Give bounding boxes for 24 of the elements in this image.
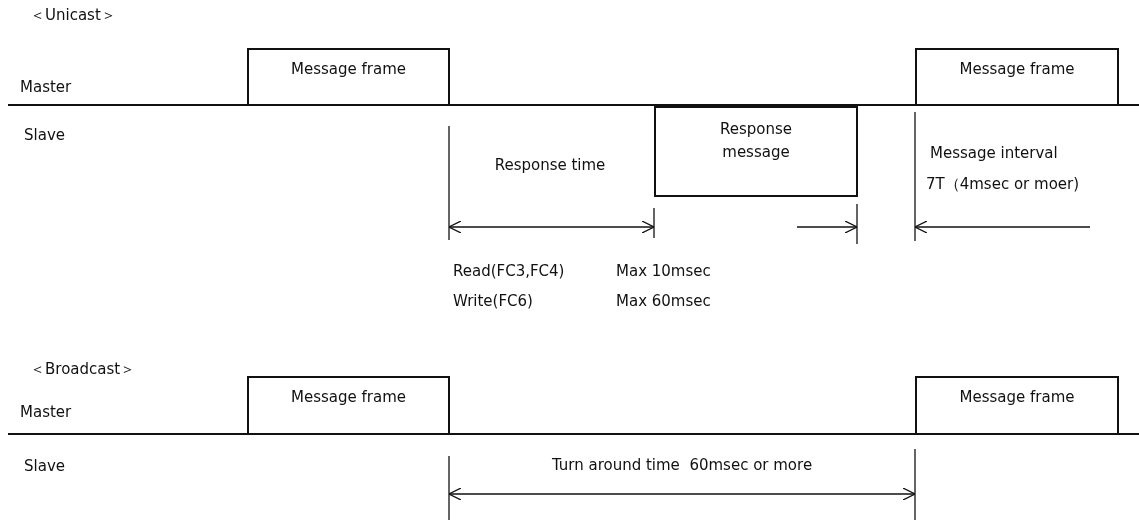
section-heading: ＜Broadcast＞ [30, 362, 136, 377]
table-text: Write(FC6) [453, 294, 533, 309]
box-text: Message frame [291, 387, 406, 408]
table-text: Max 60msec [616, 294, 711, 309]
lane-label: Slave [24, 128, 65, 143]
dimension-label: 7T（4msec or moer) [926, 177, 1080, 192]
section-heading: ＜Unicast＞ [30, 8, 116, 23]
table-text: Max 10msec [616, 264, 711, 279]
box-text: Response message [718, 119, 793, 164]
table-text: Read(FC3,FC4) [453, 264, 565, 279]
box-text: Message frame [959, 387, 1075, 408]
message-box [247, 376, 450, 435]
lane-label: Master [20, 405, 72, 420]
box-text: Message frame [959, 59, 1075, 80]
message-box [915, 376, 1119, 435]
dimension-label: Response time [494, 158, 606, 173]
message-box [247, 48, 450, 106]
dimension-label: Message interval [930, 146, 1058, 161]
lane-label: Master [20, 80, 72, 95]
lane-label: Slave [24, 459, 65, 474]
message-box [654, 106, 858, 197]
dimension-label: Turn around time 60msec or more [551, 458, 813, 473]
box-text: Message frame [291, 59, 406, 80]
message-box [915, 48, 1119, 106]
